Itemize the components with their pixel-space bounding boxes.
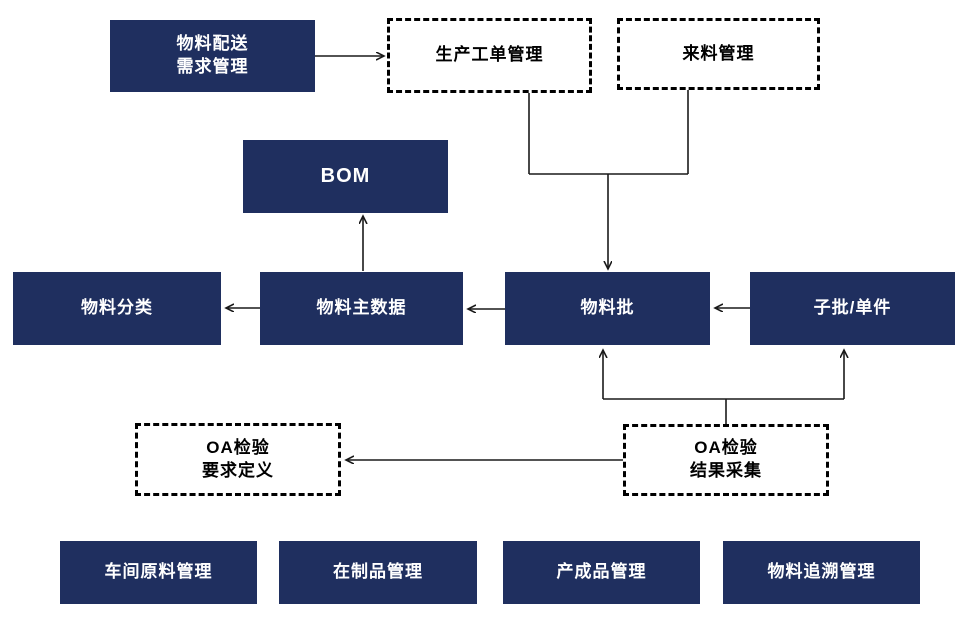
node-finished-goods-management: 产成品管理 bbox=[503, 541, 700, 604]
node-material-master-data: 物料主数据 bbox=[260, 272, 463, 345]
node-qa-inspection-requirement-definition: OA检验 要求定义 bbox=[135, 423, 341, 496]
node-material-batch: 物料批 bbox=[505, 272, 710, 345]
node-material-category: 物料分类 bbox=[13, 272, 221, 345]
node-bom: BOM bbox=[243, 140, 448, 213]
node-material-delivery-demand: 物料配送 需求管理 bbox=[110, 20, 315, 92]
node-incoming-material: 来料管理 bbox=[617, 18, 820, 90]
node-work-in-process-management: 在制品管理 bbox=[279, 541, 477, 604]
node-workshop-raw-material-management: 车间原料管理 bbox=[60, 541, 257, 604]
node-qa-inspection-result-collection: OA检验 结果采集 bbox=[623, 424, 829, 496]
node-production-order: 生产工单管理 bbox=[387, 18, 592, 93]
node-material-traceability-management: 物料追溯管理 bbox=[723, 541, 920, 604]
node-sub-batch-single-piece: 子批/单件 bbox=[750, 272, 955, 345]
